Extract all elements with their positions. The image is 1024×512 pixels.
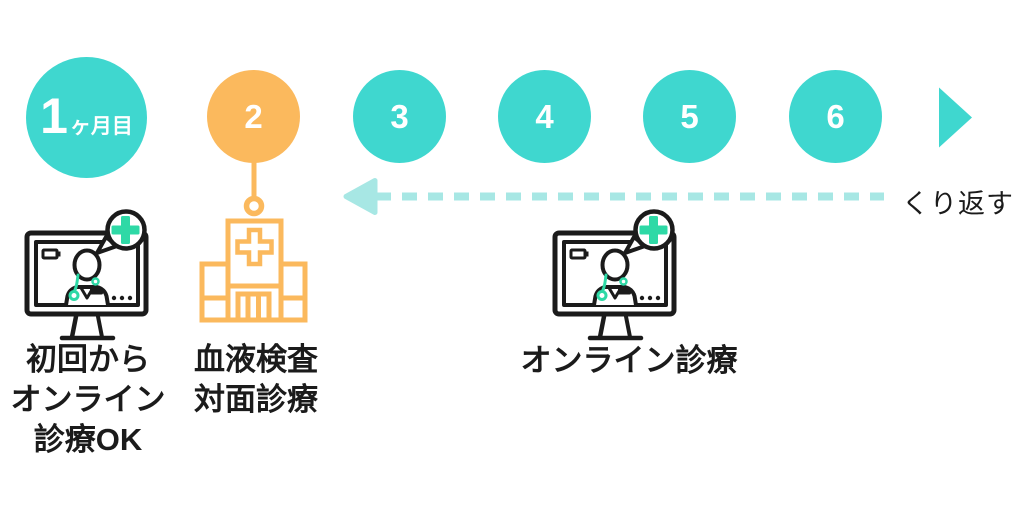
step-circle-2: 2 bbox=[207, 70, 300, 163]
step-5-number: 5 bbox=[680, 97, 699, 135]
step-1-number: 1 bbox=[40, 88, 68, 144]
step-2-number: 2 bbox=[244, 97, 263, 135]
caption-line: 血液検査 bbox=[194, 342, 318, 377]
hospital-icon bbox=[196, 212, 311, 324]
online-consultation-caption: オンライン診療 bbox=[478, 341, 780, 381]
online-consultation-icon bbox=[548, 205, 678, 345]
step-6-number: 6 bbox=[826, 97, 845, 135]
step-3-number: 3 bbox=[390, 97, 409, 135]
caption-line: 診療OK bbox=[33, 422, 143, 457]
caption-line: 対面診療 bbox=[194, 382, 318, 417]
step-circle-6: 6 bbox=[789, 70, 882, 163]
repeat-label: くり返す bbox=[902, 189, 1014, 219]
caption-line: 初回から bbox=[26, 342, 150, 377]
step-circle-5: 5 bbox=[643, 70, 736, 163]
step-1-month-suffix: ヶ月目 bbox=[69, 115, 133, 138]
step-2-caption: 血液検査 対面診療 bbox=[168, 340, 344, 420]
repeat-dashed-arrow-icon bbox=[343, 178, 884, 215]
step-1-caption: 初回から オンライン 診療OK bbox=[0, 340, 176, 460]
step-circle-4: 4 bbox=[498, 70, 591, 163]
caption-line: オンライン診療 bbox=[520, 343, 738, 378]
caption-line: オンライン bbox=[10, 382, 166, 417]
step-4-number: 4 bbox=[535, 97, 554, 135]
step2-connector-line bbox=[243, 162, 265, 217]
online-consultation-icon bbox=[20, 205, 150, 345]
next-arrow-icon bbox=[939, 87, 972, 148]
step-circle-3: 3 bbox=[353, 70, 446, 163]
